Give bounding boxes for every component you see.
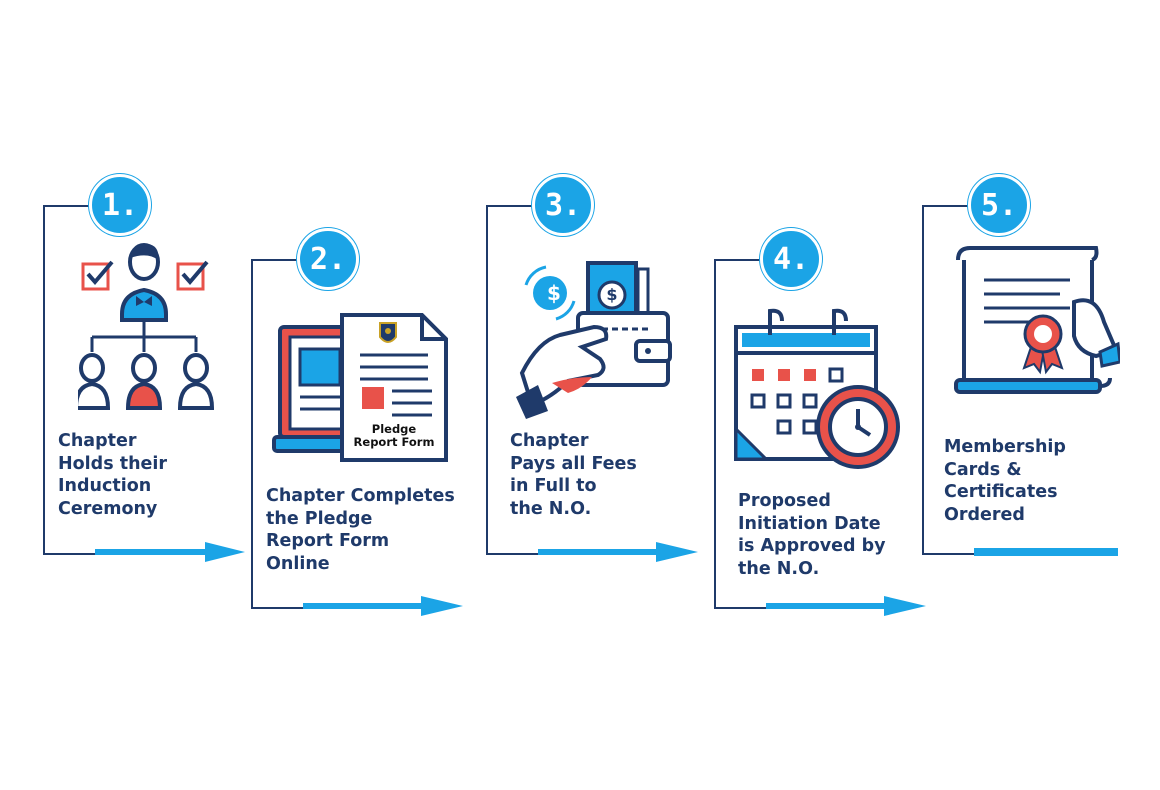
certificate-scroll-icon (954, 246, 1120, 394)
calendar-icon (734, 308, 878, 461)
leader-person-icon (120, 243, 168, 322)
step-3-arrow-icon (538, 542, 698, 562)
wallet-payment-icon (516, 261, 672, 419)
step-2-frame (251, 259, 313, 609)
step-2-badge: 2. (297, 228, 359, 290)
org-chart-icon (78, 243, 215, 410)
step-2-arrow-icon (303, 596, 463, 616)
dollar-coin-icon (524, 265, 576, 321)
step-4-frame (714, 259, 776, 609)
step-4-badge: 4. (760, 228, 822, 290)
clock-icon (816, 385, 900, 469)
step-1-label: Chapter Holds their Induction Ceremony (58, 431, 168, 519)
banknote-currency-symbol: $ (606, 285, 618, 304)
step-1-badge: 1. (89, 174, 151, 236)
step-3-frame (486, 205, 548, 555)
step-4-label: Proposed Initiation Date is Approved by … (738, 491, 886, 579)
step-5-label: Membership Cards & Certificates Ordered (944, 437, 1066, 525)
step-1-arrow-icon (95, 542, 245, 562)
currency-symbol: $ (547, 281, 561, 305)
form-document-title: Pledge Report Form (353, 422, 435, 449)
step-1-frame (43, 205, 105, 555)
member-person-icon (78, 353, 111, 410)
calendar-clock-icon (734, 308, 900, 469)
step-3-label: Chapter Pays all Fees in Full to the N.O… (510, 431, 637, 519)
pledge-form-document (340, 313, 448, 462)
hand-icon (516, 324, 609, 419)
step-5-frame (922, 205, 984, 555)
step-2-label: Chapter Completes the Pledge Report Form… (266, 486, 455, 574)
step-3-badge: 3. (532, 174, 594, 236)
step-4-arrow-icon (766, 596, 926, 616)
holding-hand-icon (1072, 298, 1120, 368)
step-5-badge: 5. (968, 174, 1030, 236)
seal-ribbon-icon (1022, 314, 1064, 375)
member-person-icon (177, 353, 215, 410)
checkbox-left-icon (81, 260, 114, 291)
checkbox-right-icon (176, 260, 209, 291)
member-person-icon (125, 353, 163, 410)
step-5-line (974, 548, 1118, 556)
laptop-form-icon (272, 313, 448, 462)
crest-logo-icon (379, 322, 397, 343)
